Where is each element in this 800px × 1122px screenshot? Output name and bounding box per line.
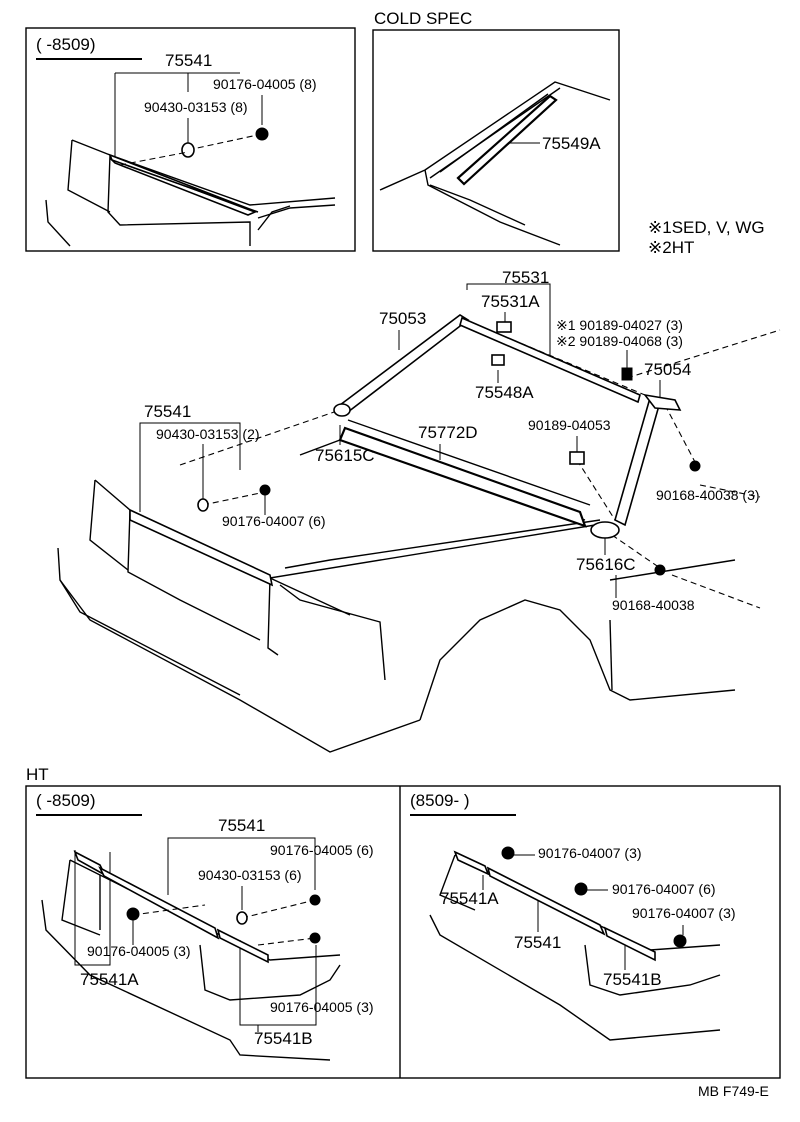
label-90176-04007: 90176-04007 (6) [222, 513, 326, 529]
ht-left-label-90176-6: 90176-04005 (6) [270, 842, 374, 858]
tl-title: ( -8509) [36, 35, 96, 54]
ht-right-label-90176-3a: 90176-04007 (3) [538, 845, 642, 861]
label-note-2: ※2 90189-04068 (3) [556, 333, 683, 349]
label-90168-40038: 90168-40038 [612, 597, 695, 613]
label-90168-40038-3: 90168-40038 (3) [656, 487, 760, 503]
label-75541: 75541 [144, 402, 191, 421]
legend-line-1: ※1SED, V, WG [648, 218, 765, 237]
ht-right-label-90176-6: 90176-04007 (6) [612, 881, 716, 897]
label-90430-03153: 90430-03153 (2) [156, 426, 260, 442]
ht-right-title: (8509- ) [410, 791, 470, 810]
legend-line-2: ※2HT [648, 238, 694, 257]
tl-label-90176: 90176-04005 (8) [213, 76, 317, 92]
label-75054: 75054 [644, 360, 691, 379]
ht-left-label-75541A: 75541A [80, 970, 139, 989]
ht-right-label-75541A: 75541A [440, 889, 499, 908]
ht-left-label-90430: 90430-03153 (6) [198, 867, 302, 883]
label-75531A: 75531A [481, 292, 540, 311]
ht-left-label-75541B: 75541B [254, 1029, 313, 1048]
ht-left-label-75541: 75541 [218, 816, 265, 835]
ht-section: HT ( -8509) 75541 90176-04005 (6) 90430-… [25, 765, 781, 1079]
label-75615C: 75615C [315, 446, 375, 465]
tl-label-90430: 90430-03153 (8) [144, 99, 248, 115]
label-90189-04053: 90189-04053 [528, 417, 611, 433]
figure-code: MB F749-E [698, 1083, 769, 1099]
ht-left-label-90176-3a: 90176-04005 (3) [87, 943, 191, 959]
ht-left-label-90176-3b: 90176-04005 (3) [270, 999, 374, 1015]
ht-left-title: ( -8509) [36, 791, 96, 810]
ht-right-label-75541: 75541 [514, 933, 561, 952]
label-75616C: 75616C [576, 555, 636, 574]
ht-right-panel: (8509- ) 90176-04007 (3) 90176-04007 (6)… [410, 791, 736, 1041]
ht-right-label-75541B: 75541B [603, 970, 662, 989]
label-note-1: ※1 90189-04027 (3) [556, 317, 683, 333]
main-diagram: 75531 75531A 75053 ※1 90189-04027 (3) ※2… [57, 268, 781, 753]
ht-left-panel: ( -8509) 75541 90176-04005 (6) 90430-031… [36, 791, 374, 1061]
top-left-panel: ( -8509) 75541 90176-04005 (8) 90430-031… [25, 27, 356, 252]
label-75548A: 75548A [475, 383, 534, 402]
cold-spec-panel: COLD SPEC 75549A [372, 9, 620, 252]
tl-label-75541: 75541 [165, 51, 212, 70]
cold-spec-heading: COLD SPEC [374, 9, 472, 28]
legend: ※1SED, V, WG ※2HT [648, 218, 765, 257]
label-75053: 75053 [379, 309, 426, 328]
ht-right-label-90176-3b: 90176-04007 (3) [632, 905, 736, 921]
label-75531: 75531 [502, 268, 549, 287]
cold-spec-label-75549A: 75549A [542, 134, 601, 153]
label-75772D: 75772D [418, 423, 478, 442]
ht-heading: HT [26, 765, 49, 784]
